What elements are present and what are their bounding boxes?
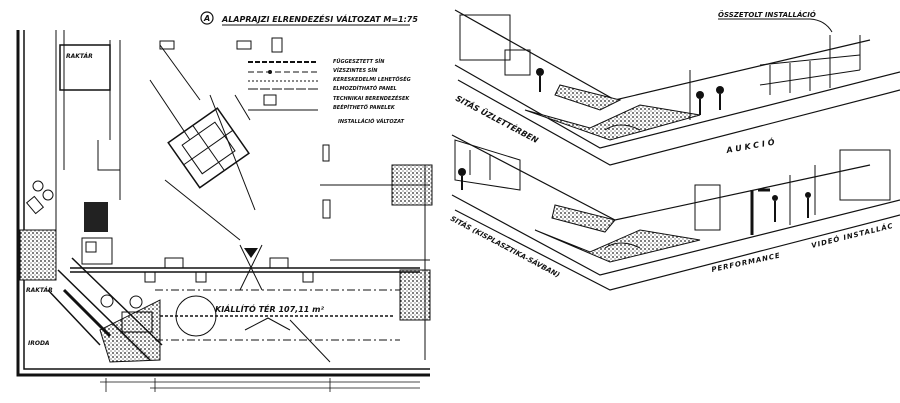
legend-item: ELMOZDÍTHATÓ PANEL xyxy=(333,85,397,92)
room-label-storage-2: RAKTÁR xyxy=(26,287,53,294)
legend-item: VÍZSZINTES SÍN xyxy=(333,67,378,74)
legend-item: TECHNIKAI BERENDEZÉSEK xyxy=(333,94,410,102)
section-marker: A xyxy=(203,14,210,23)
legend-item: INSTALLÁCIÓ VÁLTOZAT xyxy=(338,118,405,125)
plan-title: ALAPRAJZI ELRENDEZÉSI VÁLTOZAT M=1:75 xyxy=(221,13,418,24)
label-auction: AUKCIÓ xyxy=(724,135,778,155)
callout-combined-installation: ÖSSZETOLT INSTALLÁCIÓ xyxy=(718,10,816,19)
exhibition-space-label: KIÁLLÍTÓ TÉR 107,11 m² xyxy=(215,303,324,314)
legend: FÜGGESZTETT SÍN VÍZSZINTES SÍN KERESKEDE… xyxy=(248,58,411,125)
room-label-office: IRODA xyxy=(28,340,50,347)
perspective-top: ÖSSZETOLT INSTALLÁCIÓ SITÁS ÜZLETTÉRBEN … xyxy=(454,9,900,166)
perspective-bottom: SITÁS (KISPLASZTIKA-SÁVBAN) PERFORMANCE … xyxy=(449,134,900,291)
floor-plan: RAKTÁR IRODA RAKTÁR xyxy=(16,11,433,392)
legend-item: BEÉPÍTHETŐ PANELEK xyxy=(333,103,396,111)
legend-item: FÜGGESZTETT SÍN xyxy=(333,58,385,65)
legend-item: KERESKEDELMI LEHETŐSÉG xyxy=(333,75,411,83)
room-label-storage: RAKTÁR xyxy=(66,53,93,60)
